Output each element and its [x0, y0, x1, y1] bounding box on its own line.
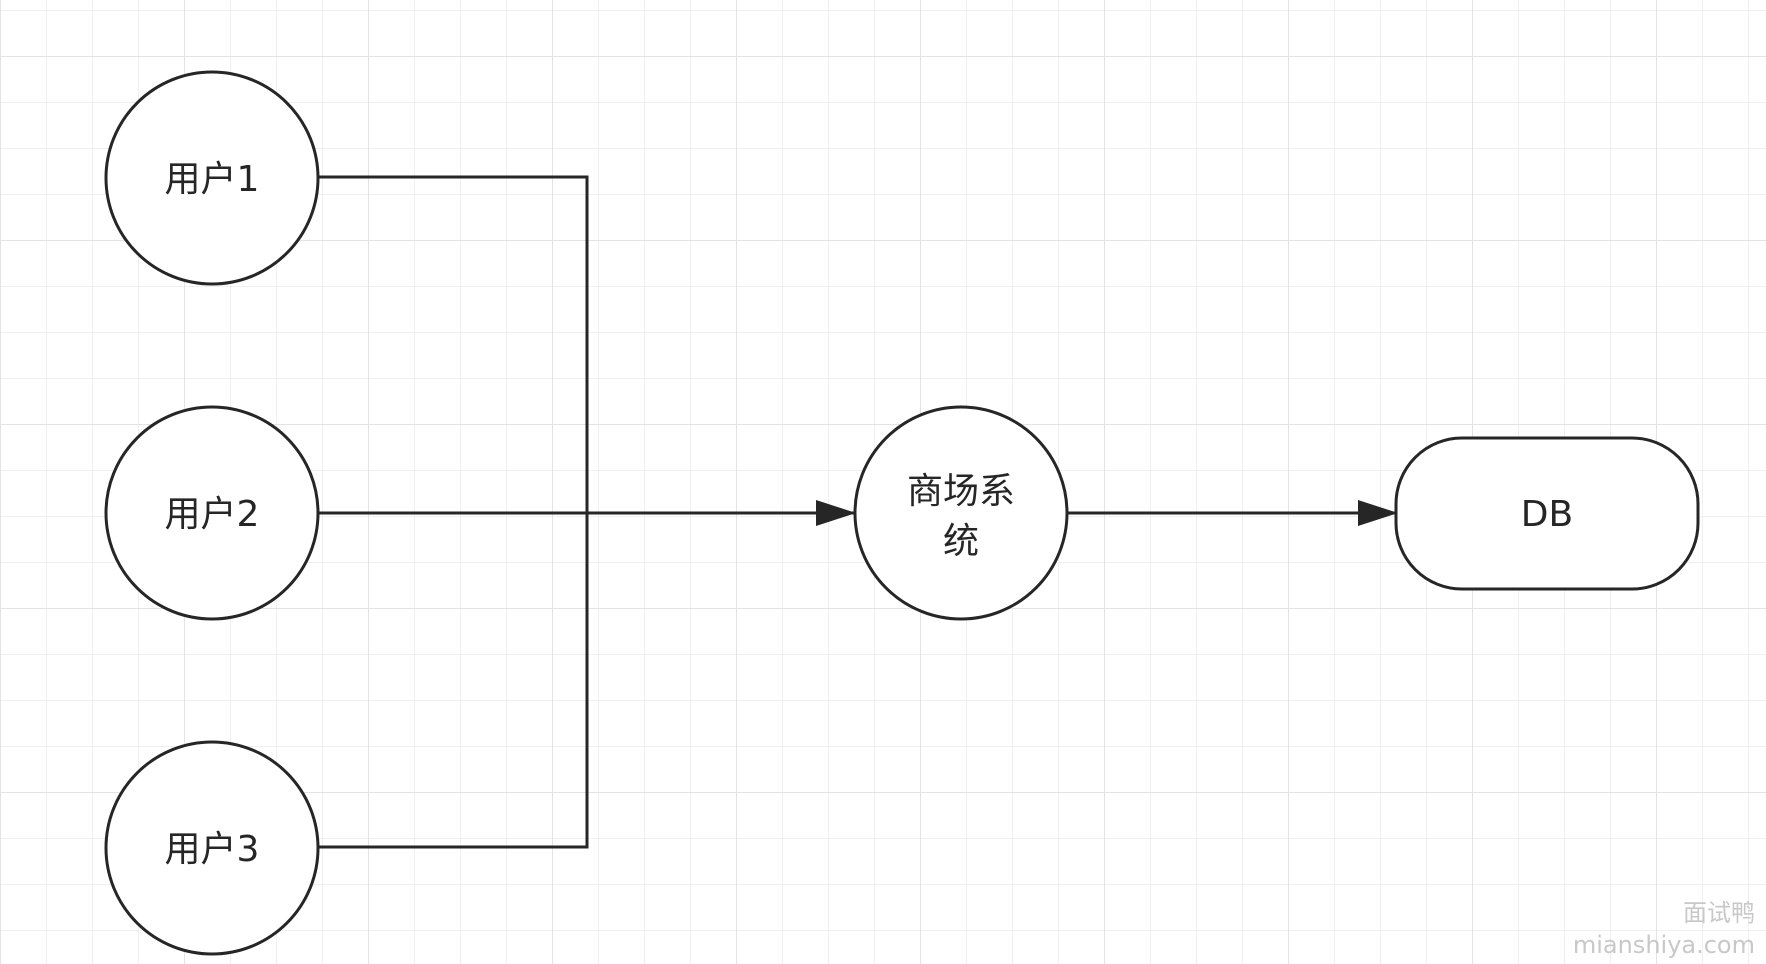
node-mall-system[interactable]: 商场系 统: [853, 405, 1069, 621]
watermark-line2: mianshiya.com: [1573, 931, 1755, 959]
node-user3[interactable]: 用户3: [104, 740, 320, 956]
node-mall-label-line1: 商场系: [907, 471, 1015, 512]
node-user2-shape: [104, 405, 320, 621]
node-user3-label: 用户3: [165, 829, 260, 870]
node-mall-label-line2: 统: [943, 521, 979, 562]
node-user2[interactable]: 用户2: [104, 405, 320, 621]
watermark-line1: 面试鸭: [1683, 899, 1755, 927]
node-user1-shape: [104, 70, 320, 286]
connectors: [318, 175, 1398, 849]
node-db-label: DB: [1521, 494, 1573, 535]
node-user2-label: 用户2: [165, 494, 260, 535]
node-mall-shape: [853, 405, 1069, 621]
node-user1-label: 用户1: [165, 159, 260, 200]
node-db-shape: [1394, 436, 1700, 591]
edge-user1-to-mall[interactable]: [318, 175, 589, 513]
edge-user3-to-mall[interactable]: [318, 513, 589, 849]
node-user1[interactable]: 用户1: [104, 70, 320, 286]
node-user3-shape: [104, 740, 320, 956]
watermark: 面试鸭 mianshiya.com: [1573, 899, 1755, 959]
node-db[interactable]: DB: [1394, 436, 1700, 591]
